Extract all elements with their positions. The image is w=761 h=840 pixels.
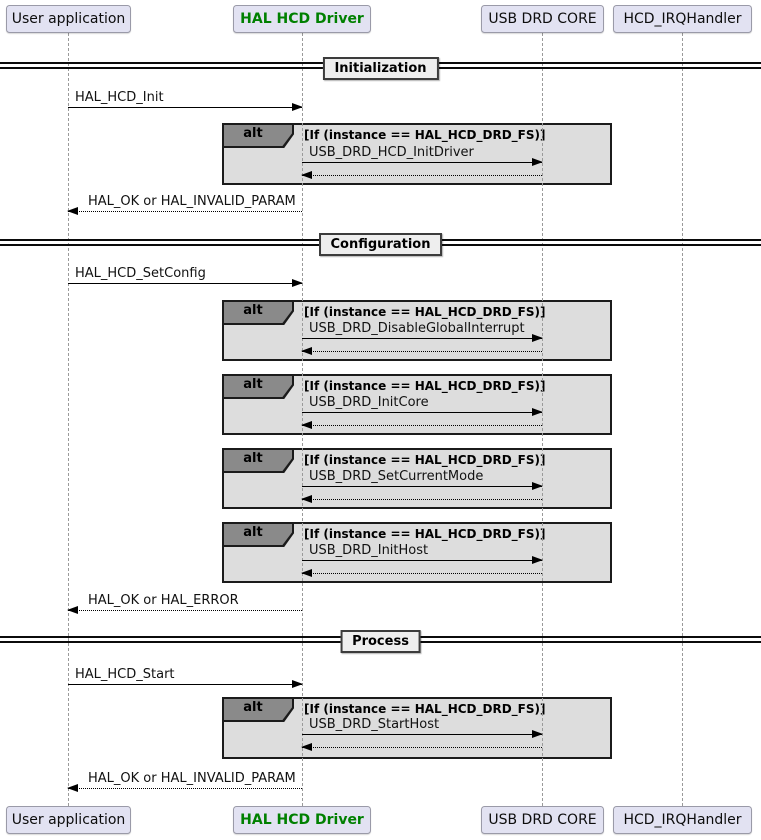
return-arrow [301, 569, 542, 577]
alt-tab: alt [224, 302, 294, 325]
return-arrow [301, 421, 542, 429]
message-label: HAL_HCD_Init [75, 90, 164, 105]
alt-frame-start-host: alt [If (instance == HAL_HCD_DRD_FS)] [222, 697, 612, 759]
alt-tab: alt [224, 524, 294, 547]
return-message-process: HAL_OK or HAL_INVALID_PARAM [67, 771, 302, 792]
message-label: HAL_HCD_Start [75, 667, 175, 682]
arrowhead-left-icon [301, 421, 312, 429]
message-usb-drd-setcurrentmode: USB_DRD_SetCurrentMode [302, 469, 543, 490]
alt-condition: [If (instance == HAL_HCD_DRD_FS)] [304, 527, 546, 541]
alt-condition: [If (instance == HAL_HCD_DRD_FS)] [304, 453, 546, 467]
message-label: HAL_OK or HAL_INVALID_PARAM [88, 194, 296, 209]
arrowhead-right-icon [532, 556, 543, 564]
message-label: USB_DRD_InitCore [309, 395, 429, 410]
alt-frame-init-driver: alt [If (instance == HAL_HCD_DRD_FS)] [222, 123, 612, 185]
participant-top-usb-drd-core: USB DRD CORE [481, 5, 604, 33]
message-usb-drd-inithost: USB_DRD_InitHost [302, 543, 543, 564]
arrowhead-left-icon [301, 347, 312, 355]
alt-condition: [If (instance == HAL_HCD_DRD_FS)] [304, 128, 546, 142]
participant-top-hcd-irqhandler: HCD_IRQHandler [613, 5, 752, 33]
arrowhead-left-icon [301, 569, 312, 577]
message-label: USB_DRD_DisableGlobalInterrupt [309, 321, 525, 336]
divider-label-configuration: Configuration [318, 233, 443, 256]
message-usb-drd-hcd-initdriver: USB_DRD_HCD_InitDriver [302, 145, 543, 166]
message-label: HAL_OK or HAL_ERROR [88, 593, 239, 608]
participant-bottom-hal-hcd-driver: HAL HCD Driver [233, 806, 371, 834]
message-usb-drd-disableglobalinterrupt: USB_DRD_DisableGlobalInterrupt [302, 321, 543, 342]
participant-bottom-usb-drd-core: USB DRD CORE [481, 806, 604, 834]
alt-keyword: alt [243, 377, 263, 392]
message-label: USB_DRD_InitHost [309, 543, 429, 558]
arrowhead-right-icon [532, 482, 543, 490]
lifeline-hcd-irqhandler [682, 33, 683, 806]
divider-label-process: Process [340, 630, 421, 653]
return-arrow [301, 743, 542, 751]
return-message-config: HAL_OK or HAL_ERROR [67, 593, 302, 614]
alt-tab: alt [224, 376, 294, 399]
arrowhead-left-icon [67, 784, 78, 792]
alt-keyword: alt [243, 700, 263, 715]
alt-tab: alt [224, 450, 294, 473]
alt-tab: alt [224, 699, 294, 722]
arrowhead-right-icon [532, 158, 543, 166]
arrowhead-right-icon [532, 334, 543, 342]
message-hal-hcd-start: HAL_HCD_Start [68, 667, 303, 688]
arrowhead-right-icon [532, 730, 543, 738]
return-message-init: HAL_OK or HAL_INVALID_PARAM [67, 194, 302, 215]
message-label: USB_DRD_SetCurrentMode [309, 469, 484, 484]
arrowhead-right-icon [292, 680, 303, 688]
lifeline-hal-hcd-driver [302, 33, 303, 806]
participant-top-user-application: User application [6, 5, 131, 33]
participant-bottom-user-application: User application [6, 806, 131, 834]
message-usb-drd-starthost: USB_DRD_StartHost [302, 717, 543, 738]
message-label: USB_DRD_HCD_InitDriver [309, 145, 474, 160]
alt-keyword: alt [243, 525, 263, 540]
arrowhead-left-icon [301, 495, 312, 503]
lifeline-user-application [68, 33, 69, 806]
arrowhead-right-icon [292, 103, 303, 111]
message-hal-hcd-init: HAL_HCD_Init [68, 90, 303, 111]
participant-top-hal-hcd-driver: HAL HCD Driver [233, 5, 371, 33]
alt-frame-init-core: alt [If (instance == HAL_HCD_DRD_FS)] [222, 374, 612, 435]
arrowhead-right-icon [292, 279, 303, 287]
message-label: USB_DRD_StartHost [309, 717, 440, 732]
participant-bottom-hcd-irqhandler: HCD_IRQHandler [613, 806, 752, 834]
lifeline-usb-drd-core [542, 33, 543, 806]
arrowhead-left-icon [67, 606, 78, 614]
message-usb-drd-initcore: USB_DRD_InitCore [302, 395, 543, 416]
alt-frame-disable-global-interrupt: alt [If (instance == HAL_HCD_DRD_FS)] [222, 300, 612, 361]
alt-tab: alt [224, 125, 294, 148]
alt-condition: [If (instance == HAL_HCD_DRD_FS)] [304, 305, 546, 319]
message-hal-hcd-setconfig: HAL_HCD_SetConfig [68, 266, 303, 287]
alt-keyword: alt [243, 126, 263, 141]
return-arrow [301, 171, 542, 179]
alt-keyword: alt [243, 451, 263, 466]
alt-frame-init-host: alt [If (instance == HAL_HCD_DRD_FS)] [222, 522, 612, 583]
arrowhead-left-icon [301, 171, 312, 179]
return-arrow [301, 495, 542, 503]
alt-condition: [If (instance == HAL_HCD_DRD_FS)] [304, 702, 546, 716]
alt-frame-set-current-mode: alt [If (instance == HAL_HCD_DRD_FS)] [222, 448, 612, 509]
alt-keyword: alt [243, 303, 263, 318]
arrowhead-left-icon [67, 207, 78, 215]
return-arrow [301, 347, 542, 355]
arrowhead-right-icon [532, 408, 543, 416]
message-label: HAL_HCD_SetConfig [75, 266, 206, 281]
alt-condition: [If (instance == HAL_HCD_DRD_FS)] [304, 379, 546, 393]
divider-label-initialization: Initialization [322, 57, 439, 80]
arrowhead-left-icon [301, 743, 312, 751]
message-label: HAL_OK or HAL_INVALID_PARAM [88, 771, 296, 786]
